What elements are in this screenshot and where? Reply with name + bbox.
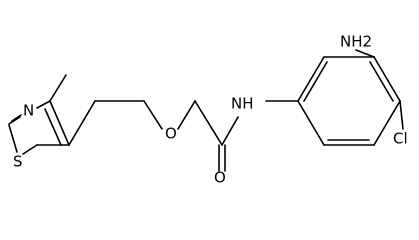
bond-ch2b-o: [143, 100, 163, 130]
bond-ring-3: [373, 56, 401, 102]
bond-c5-ch2a: [68, 100, 96, 146]
bond-s-c5: [22, 144, 38, 155]
bond-ring-6: [297, 100, 325, 146]
atom-ether-oxygen: O: [165, 125, 177, 143]
atom-thiazole-nitrogen: N: [23, 102, 34, 120]
atom-sulfur: S: [13, 153, 23, 171]
bond-ring-amino: [355, 49, 375, 58]
atom-amide-nitrogen: NH: [231, 95, 254, 113]
bond-ring-1-double: [303, 61, 328, 102]
bond-ring-4: [373, 100, 401, 146]
bond-o-ch2c: [177, 100, 196, 130]
structure-diagram: S N O NH O NH2 Cl: [8, 33, 408, 186]
bond-c2-n: [8, 116, 21, 125]
bond-c4-methyl: [49, 74, 67, 102]
bond-ch2c-carbonyl: [194, 100, 223, 146]
bond-ring-1: [297, 56, 325, 102]
atom-amino-group: NH2: [340, 33, 372, 51]
bond-n-c4: [36, 100, 51, 109]
atom-chlorine: Cl: [393, 130, 408, 148]
bond-c4-c5-double: [44, 108, 62, 146]
bond-c4-c5: [49, 100, 70, 146]
bond-s-c2: [8, 124, 18, 153]
bond-carbonyl-nh: [221, 116, 239, 146]
molecule-canvas: S N O NH O NH2 Cl: [8, 32, 408, 186]
atom-carbonyl-oxygen: O: [214, 169, 226, 186]
bond-ring-cl: [399, 100, 404, 130]
bond-ring-3-double: [369, 61, 394, 102]
bond-c2-n-double: [11, 114, 22, 122]
